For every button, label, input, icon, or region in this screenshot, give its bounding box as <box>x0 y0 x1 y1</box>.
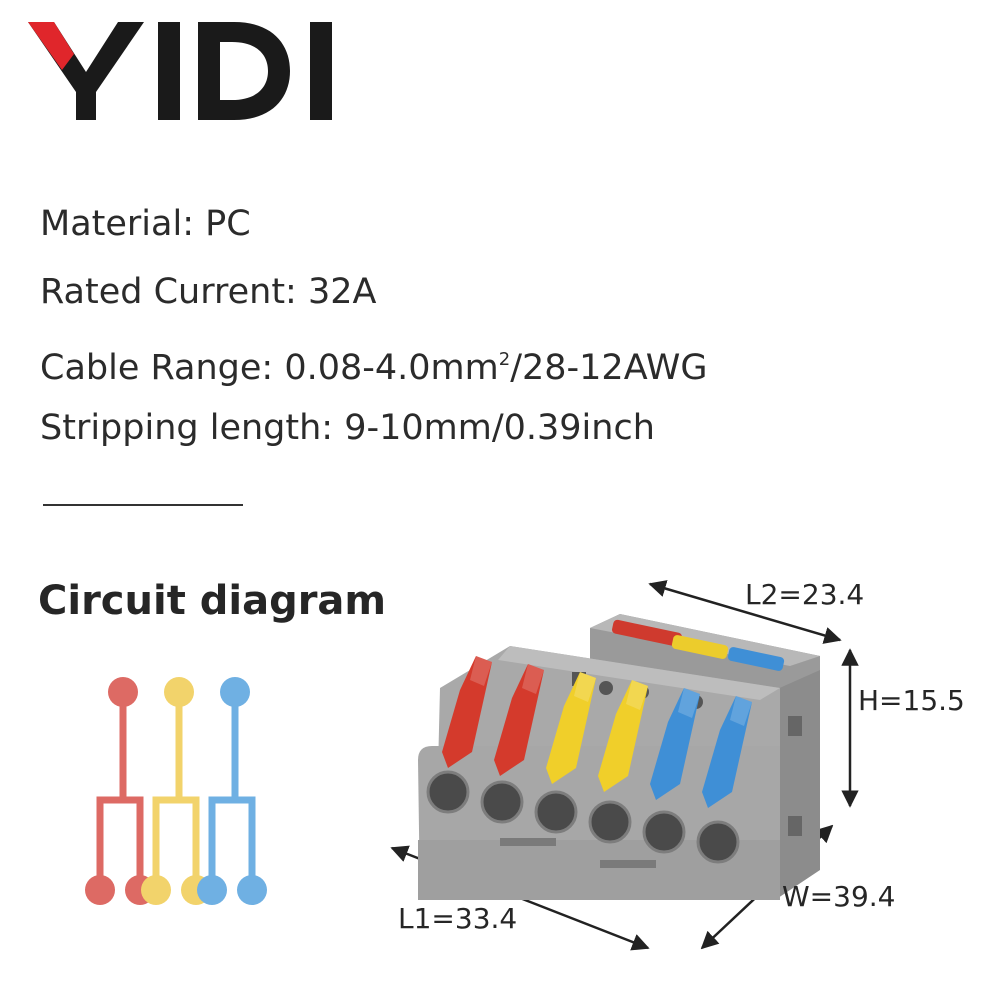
divider <box>43 504 243 506</box>
wire-connector-illustration <box>390 580 859 951</box>
product-image <box>380 570 990 990</box>
output-terminal <box>141 875 171 905</box>
circuit-diagram <box>60 670 300 930</box>
input-terminal <box>108 677 138 707</box>
circuit-branch <box>85 677 155 905</box>
output-terminal <box>197 875 227 905</box>
l1-label: L1=33.4 <box>398 902 518 935</box>
lever <box>546 672 596 784</box>
cable-range-awg: /28-12AWG <box>510 348 708 388</box>
w-label: W=39.4 <box>782 880 896 913</box>
l2-dimension-arrow <box>648 580 842 644</box>
wire-hole <box>698 822 738 862</box>
spec-cable-range: Cable Range: 0.08-4.0mm2/28-12AWG <box>40 326 707 394</box>
section-title: Circuit diagram <box>38 578 387 624</box>
lever <box>598 680 648 792</box>
circuit-branch <box>141 677 211 905</box>
h-label: H=15.5 <box>858 684 965 717</box>
l2-label: L2=23.4 <box>745 578 865 611</box>
wire-hole <box>644 812 684 852</box>
yidi-logo-icon <box>28 22 332 120</box>
output-terminal <box>85 875 115 905</box>
wire-hole <box>482 782 522 822</box>
cable-range-text: Cable Range: 0.08-4.0mm <box>40 348 499 388</box>
input-terminal <box>220 677 250 707</box>
spec-stripping-length: Stripping length: 9-10mm/0.39inch <box>40 408 655 448</box>
lever <box>442 656 492 768</box>
cable-range-superscript: 2 <box>498 349 511 370</box>
brand-logo <box>22 10 342 130</box>
circuit-branch <box>197 677 267 905</box>
lever <box>650 688 700 800</box>
wire-hole <box>428 772 468 812</box>
spec-list: Material: PC Rated Current: 32A Cable Ra… <box>40 190 707 462</box>
input-terminal <box>164 677 194 707</box>
lever <box>494 664 544 776</box>
output-terminal <box>237 875 267 905</box>
wire-hole <box>536 792 576 832</box>
right-side-panel <box>775 670 820 900</box>
circuit-diagram-icon <box>85 677 267 905</box>
wire-hole <box>590 802 630 842</box>
lever <box>702 696 752 808</box>
spec-material: Material: PC <box>40 204 251 244</box>
spec-rated-current: Rated Current: 32A <box>40 272 377 312</box>
